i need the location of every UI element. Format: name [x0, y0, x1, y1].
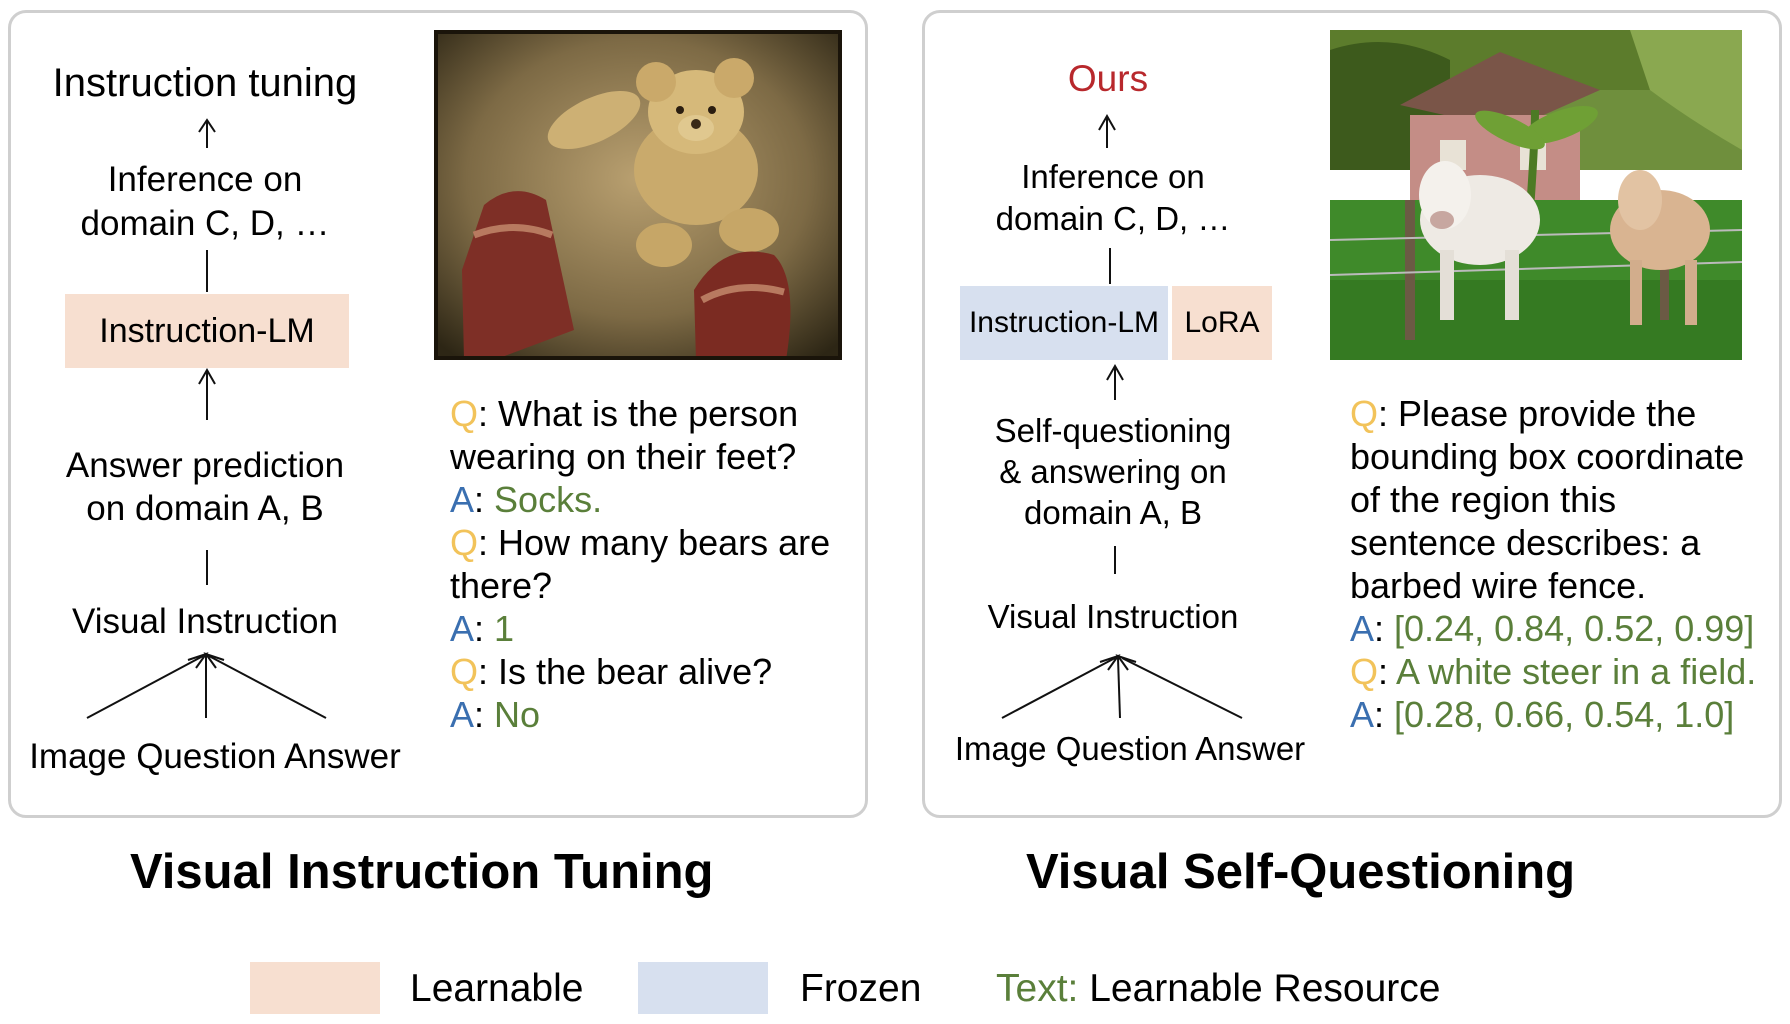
a-text: 1: [494, 608, 515, 649]
a-colon: :: [474, 608, 495, 649]
legend-learnable-label: Learnable: [410, 967, 584, 1010]
q-label: Q: [1350, 393, 1379, 434]
q-text: A white steer in a field.: [1396, 651, 1757, 692]
left-answer-line2: on domain A, B: [86, 489, 324, 528]
a-text: Socks.: [494, 479, 603, 520]
left-answer-line1: Answer prediction: [65, 446, 345, 485]
a-text: No: [494, 694, 541, 735]
a-label: A: [450, 479, 475, 520]
legend-frozen-label: Frozen: [800, 967, 922, 1010]
right-flow-top-ours: Ours: [1067, 58, 1149, 99]
right-inference-line1: Inference on: [1021, 158, 1205, 195]
a-label: A: [1350, 694, 1375, 735]
left-title: Visual Instruction Tuning: [130, 845, 714, 899]
right-selfq-line1: Self-questioning: [994, 412, 1232, 449]
left-inference-line1: Inference on: [107, 160, 303, 199]
cattle-in-field-photo: [1330, 30, 1742, 360]
qa-item: A: No: [450, 693, 850, 736]
q-label: Q: [450, 393, 479, 434]
q-colon: :: [1378, 651, 1397, 692]
a-colon: :: [1374, 694, 1395, 735]
qa-item: Q: Please provide the bounding box coord…: [1350, 392, 1760, 607]
right-selfq-line2: & answering on: [999, 453, 1227, 490]
qa-item: Q: What is the person wearing on their f…: [450, 392, 850, 478]
a-text: [0.24, 0.84, 0.52, 0.99]: [1394, 608, 1755, 649]
teddy-bear-and-socks-photo: [434, 30, 842, 360]
right-model-box: Instruction-LM: [960, 286, 1168, 360]
right-inference-line2: domain C, D, …: [995, 200, 1231, 237]
left-model-box: Instruction-LM: [65, 294, 349, 368]
a-label: A: [450, 694, 475, 735]
q-text: : Is the bear alive?: [478, 651, 773, 692]
q-label: Q: [450, 651, 479, 692]
left-qa-list: Q: What is the person wearing on their f…: [450, 392, 850, 736]
right-lora-box: LoRA: [1172, 286, 1272, 360]
right-qa-list: Q: Please provide the bounding box coord…: [1350, 392, 1770, 736]
legend-resource: Text: Learnable Resource: [996, 967, 1440, 1011]
right-inputs: Image Question Answer: [954, 730, 1306, 767]
qa-item: A: Socks.: [450, 478, 850, 521]
a-text: [0.28, 0.66, 0.54, 1.0]: [1394, 694, 1735, 735]
qa-item: A: 1: [450, 607, 850, 650]
q-text: : How many bears are there?: [450, 522, 831, 606]
a-label: A: [450, 608, 475, 649]
left-visual-instruction: Visual Instruction: [72, 602, 338, 641]
right-title: Visual Self-Questioning: [1026, 845, 1576, 899]
qa-item: A: [0.24, 0.84, 0.52, 0.99]: [1350, 607, 1770, 650]
legend-learnable-swatch: [250, 962, 380, 1014]
left-flow-top: Instruction tuning: [52, 61, 358, 105]
legend-frozen-swatch: [638, 962, 768, 1014]
a-colon: :: [1374, 608, 1395, 649]
right-selfq-line3: domain A, B: [1024, 494, 1202, 531]
left-inference-line2: domain C, D, …: [80, 204, 330, 243]
a-colon: :: [474, 479, 495, 520]
q-text: : What is the person wearing on their fe…: [450, 393, 799, 477]
q-label: Q: [450, 522, 479, 563]
right-visual-instruction: Visual Instruction: [987, 598, 1239, 635]
qa-item: Q: How many bears are there?: [450, 521, 850, 607]
qa-item: Q: Is the bear alive?: [450, 650, 850, 693]
q-text: : Please provide the bounding box coordi…: [1350, 393, 1745, 606]
a-label: A: [1350, 608, 1375, 649]
left-inputs: Image Question Answer: [29, 737, 401, 776]
q-label: Q: [1350, 651, 1379, 692]
legend-resource-prefix: Text:: [996, 967, 1079, 1010]
qa-item: A: [0.28, 0.66, 0.54, 1.0]: [1350, 693, 1770, 736]
a-colon: :: [474, 694, 495, 735]
legend-resource-label: Learnable Resource: [1078, 967, 1441, 1010]
qa-item: Q: A white steer in a field.: [1350, 650, 1770, 693]
